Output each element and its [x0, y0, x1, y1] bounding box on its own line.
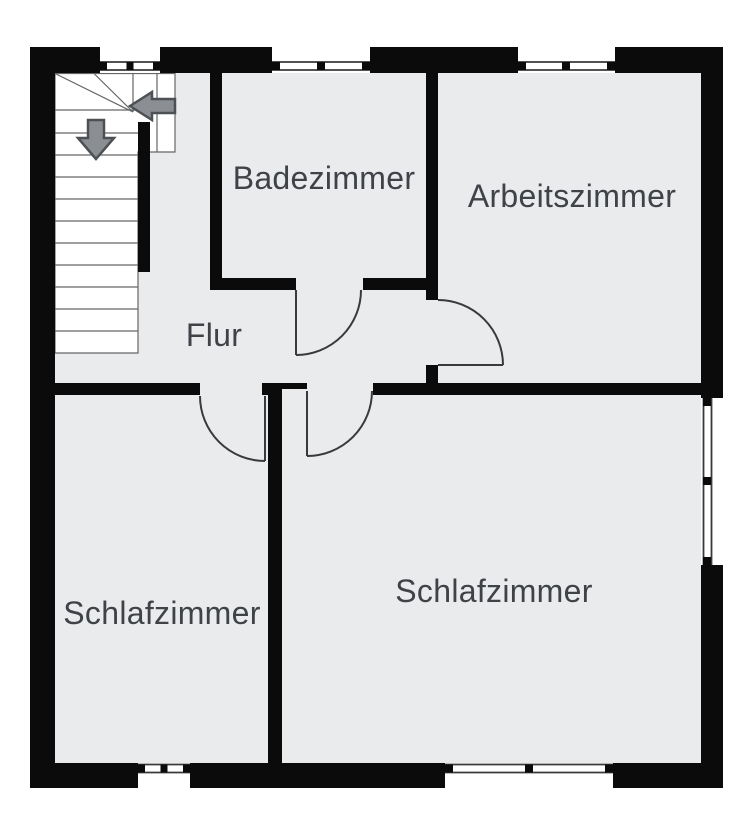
window-mullion-dash — [703, 557, 711, 565]
wall-badezimmer-left — [210, 73, 222, 290]
window-mullion-dash — [703, 398, 711, 406]
wall-arbeitszimmer-left — [426, 73, 438, 300]
wall-flur-bottom-thin — [282, 383, 307, 389]
window-mullion-dash — [703, 477, 711, 485]
window-mullion-dash — [100, 62, 107, 70]
window-mullion-dash — [518, 62, 526, 70]
stair-winder-line — [54, 72, 134, 113]
room-label-schlafzimmer-left: Schlafzimmer — [63, 595, 260, 631]
room-label-flur: Flur — [186, 317, 242, 353]
window-mullion-dash — [445, 764, 453, 773]
window-right-schlafzimmer — [701, 398, 723, 565]
window-mullion-dash — [153, 62, 160, 70]
window-mullion-dash — [362, 62, 370, 70]
window-mullion-dash — [605, 764, 613, 773]
window-mullion-dash — [607, 62, 615, 70]
window-bottom-schlafzimmer-right — [445, 763, 613, 788]
window-top-arbeitszimmer — [518, 47, 615, 73]
window-mullion-dash — [126, 62, 134, 70]
window-mullion-dash — [272, 62, 280, 70]
door-arbeitszimmer — [437, 299, 504, 366]
window-bottom-schlafzimmer-left — [138, 763, 190, 788]
window-mullion-dash — [138, 764, 145, 773]
wall-flur-bottom-left — [55, 383, 200, 395]
stair-winder-line — [93, 73, 134, 113]
door-badezimmer — [295, 289, 362, 356]
window-mullion-dash — [562, 62, 570, 70]
window-mullion-dash — [183, 764, 190, 773]
wall-badezimmer-bottom-right — [363, 278, 438, 290]
window-mullion-dash — [160, 764, 168, 773]
stairs-left-arrow-icon — [127, 89, 177, 123]
window-mullion-dash — [317, 62, 325, 70]
floor-area — [55, 73, 701, 763]
windows — [100, 47, 723, 788]
stairs-down-arrow-icon — [75, 118, 117, 161]
door-schlafzimmer-left — [199, 395, 266, 462]
door-swing-arc — [437, 299, 504, 366]
window-mullion-dash — [525, 764, 533, 773]
stair-treads — [55, 109, 138, 332]
door-schlafzimmer-right — [306, 390, 373, 457]
wall-flur-bottom-right — [373, 383, 702, 395]
wall-exterior-left — [30, 47, 55, 788]
wall-staircase — [138, 122, 150, 272]
door-swing-arc — [306, 390, 373, 457]
room-label-badezimmer: Badezimmer — [233, 160, 416, 196]
wall-exterior-bottom — [30, 763, 723, 788]
window-top-staircase — [100, 47, 160, 73]
wall-schlafzimmer-divider — [268, 383, 282, 763]
wall-badezimmer-bottom-left — [210, 278, 296, 290]
room-label-arbeitszimmer: Arbeitszimmer — [468, 178, 676, 214]
window-top-badezimmer — [272, 47, 370, 73]
door-swing-arc — [199, 395, 266, 462]
doors — [199, 289, 504, 462]
room-label-schlafzimmer-right: Schlafzimmer — [395, 573, 592, 609]
door-swing-arc — [295, 289, 362, 356]
